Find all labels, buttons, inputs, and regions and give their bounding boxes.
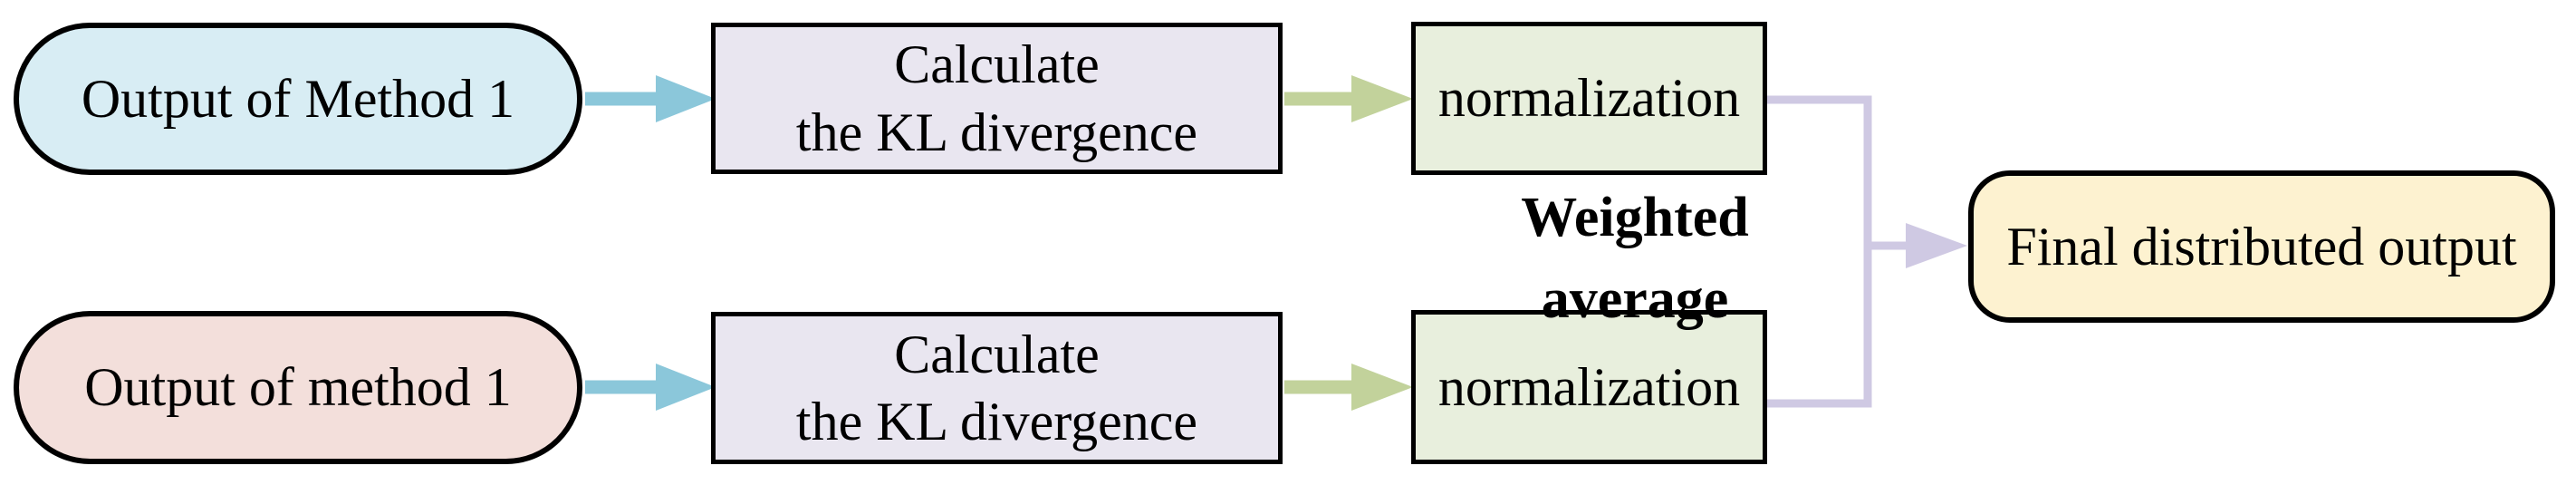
weighted-average-annotation: Weighted average — [1521, 187, 1749, 330]
node-output-method-1-bottom-label: Output of method 1 — [84, 357, 512, 418]
node-normalization-top-label: normalization — [1437, 68, 1741, 129]
node-calculate-kl-divergence-top: Calculate the KL divergence — [711, 23, 1283, 174]
node-final-distributed-output-label: Final distributed output — [2006, 216, 2517, 276]
node-output-method-1-top: Output of Method 1 — [14, 23, 582, 175]
node-normalization-bottom-label: normalization — [1437, 356, 1741, 417]
blue-arrows-group — [585, 75, 716, 411]
node-output-method-1-top-label: Output of Method 1 — [81, 68, 515, 129]
node-calculate-kl-divergence-top-label: Calculate the KL divergence — [795, 34, 1198, 162]
arrow-output-top-to-kl-top-icon — [585, 75, 716, 122]
purple-connector-group — [1767, 95, 1967, 408]
node-output-method-1-bottom: Output of method 1 — [14, 311, 582, 464]
node-final-distributed-output: Final distributed output — [1968, 170, 2555, 323]
arrow-kl-top-to-norm-top-icon — [1284, 75, 1413, 122]
connector-norm-merge-line — [1767, 95, 1872, 408]
node-normalization-top: normalization — [1411, 22, 1767, 175]
arrow-output-bottom-to-kl-bottom-icon — [585, 364, 716, 411]
node-calculate-kl-divergence-bottom: Calculate the KL divergence — [711, 312, 1283, 464]
arrow-kl-bottom-to-norm-bottom-icon — [1284, 364, 1413, 411]
arrow-junction-to-final-icon — [1866, 223, 1967, 268]
node-normalization-bottom: normalization — [1411, 310, 1767, 464]
green-arrows-group — [1284, 75, 1413, 411]
node-calculate-kl-divergence-bottom-label: Calculate the KL divergence — [795, 324, 1198, 451]
